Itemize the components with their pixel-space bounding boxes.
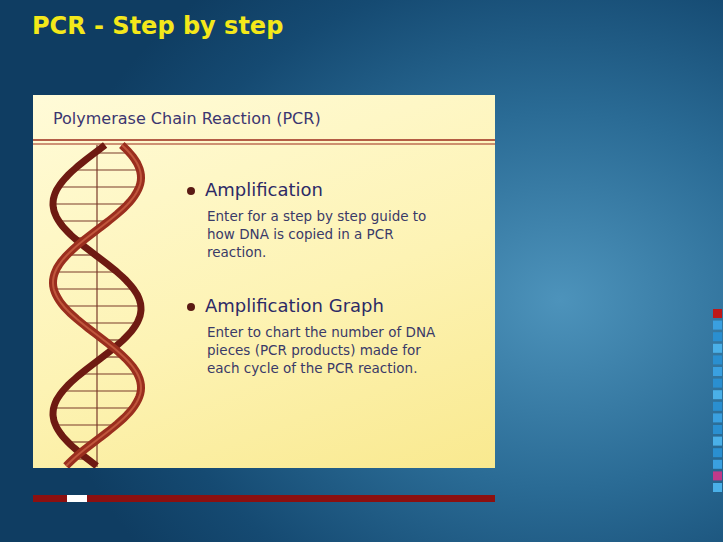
toolbar-icon [713, 425, 722, 434]
content-panel: Polymerase Chain Reaction (PCR) Amplifica… [33, 95, 495, 468]
helix-rung [82, 322, 137, 323]
toolbar-icon [713, 471, 722, 480]
helix-strand [53, 145, 141, 466]
toolbar-icon [713, 483, 722, 492]
helix-axis [96, 145, 97, 467]
helix-rung [59, 220, 109, 221]
toolbar-icon [713, 390, 722, 399]
rule-line [33, 139, 495, 141]
helix-rung [54, 407, 133, 408]
toolbar-icon [713, 344, 722, 353]
helix-rung [81, 373, 138, 374]
helix-rung [55, 271, 117, 272]
helix-rung [54, 288, 134, 289]
toolbar-icons [713, 309, 722, 492]
bullet-dot [187, 303, 195, 311]
toolbar-icon [713, 355, 722, 364]
helix-rung [63, 390, 141, 391]
bullet-heading: Amplification [205, 179, 323, 200]
toolbar-icon [713, 413, 722, 422]
helix-rung [74, 169, 140, 170]
bullet-dot [187, 187, 195, 195]
progress-marker [67, 495, 87, 502]
helix-rung [58, 186, 139, 187]
helix-rung [64, 305, 141, 306]
toolbar-icon [713, 332, 722, 341]
bullet-heading: Amplification Graph [205, 295, 384, 316]
toolbar-icon [713, 448, 722, 457]
helix-rung [53, 203, 128, 204]
panel-heading: Polymerase Chain Reaction (PCR) [53, 109, 321, 128]
helix-highlight [53, 145, 141, 466]
toolbar-icon [713, 367, 722, 376]
toolbar-icon [713, 379, 722, 388]
bullet-description: Enter for a step by step guide to how DN… [207, 207, 442, 261]
bullet-description: Enter to chart the number of DNA pieces … [207, 323, 442, 377]
close-icon [713, 309, 722, 318]
toolbar-icon [713, 437, 722, 446]
toolbar-icon [713, 321, 722, 330]
panel-art [33, 95, 495, 468]
slide-title: PCR - Step by step [32, 12, 283, 40]
progress-bar [33, 495, 495, 502]
helix-strand [53, 145, 141, 466]
helix-rung [56, 424, 117, 425]
toolbar-icon [713, 460, 722, 469]
toolbar-icon [713, 402, 722, 411]
